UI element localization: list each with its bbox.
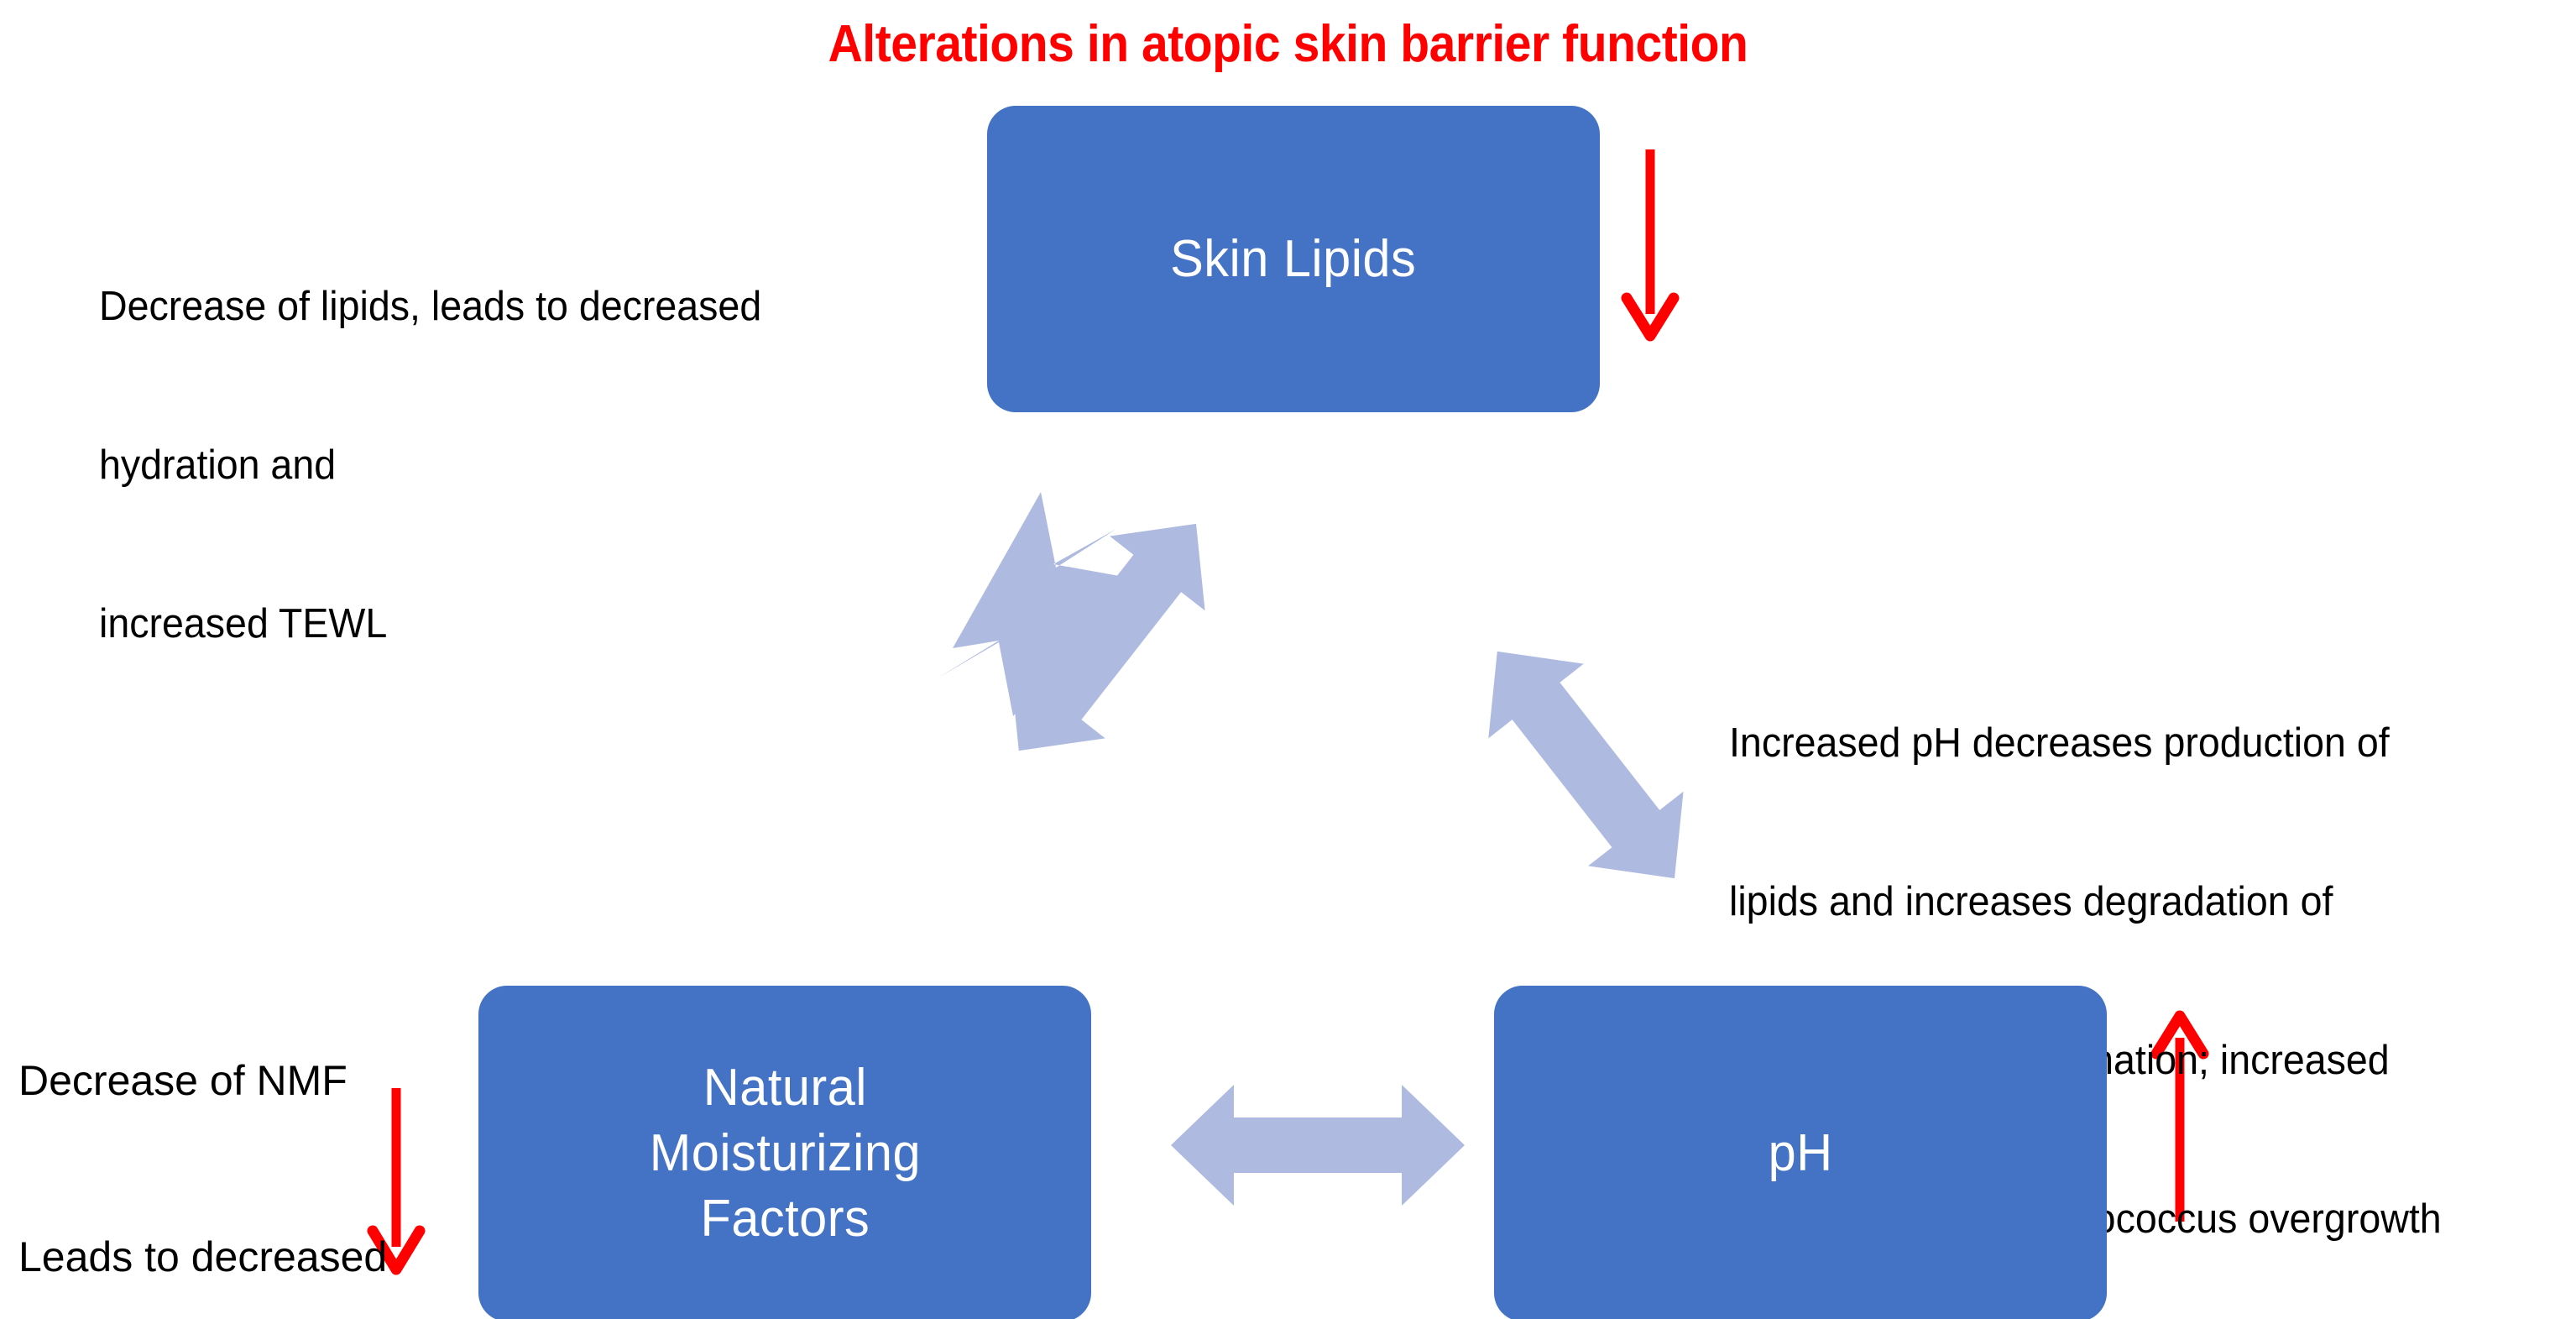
page-title: Alterations in atopic skin barrier funct…: [828, 15, 1748, 73]
node-label-line: Moisturizing: [649, 1124, 921, 1182]
annotation-line: Decrease of lipids, leads to decreased: [99, 284, 762, 329]
node-label: Skin Lipids: [1170, 229, 1417, 288]
annotation-line: Leads to decreased: [18, 1233, 388, 1280]
annotation-nmf: Decrease of NMF Leads to decreased hydra…: [18, 934, 387, 1319]
annotation-line: increased TEWL: [99, 601, 388, 646]
node-label-line: Factors: [700, 1190, 870, 1248]
annotation-line: Increased pH decreases production of: [1729, 720, 2390, 766]
annotation-line: Decrease of NMF: [18, 1057, 347, 1104]
annotation-line: hydration and: [99, 442, 337, 488]
node-label: pH: [1768, 1124, 1833, 1182]
arrow-lipids-nmf-bidirectional: [938, 492, 1205, 751]
node-label-line: Natural: [703, 1059, 867, 1117]
node-ph[interactable]: pH: [1494, 986, 2107, 1319]
node-natural-moisturizing-factors[interactable]: Natural Moisturizing Factors: [478, 986, 1091, 1319]
node-skin-lipids[interactable]: Skin Lipids: [987, 106, 1600, 412]
arrow-nmf-ph-bidirectional: [1171, 1085, 1465, 1206]
node-label: Natural Moisturizing Factors: [649, 1055, 920, 1252]
arrow-lipids-ph-bidirectional: [1488, 651, 1684, 879]
arrow-lipids-decrease-icon: [1621, 149, 1680, 342]
annotation-skin-lipids: Decrease of lipids, leads to decreased h…: [99, 175, 761, 756]
annotation-line: lipids and increases degradation of: [1729, 879, 2333, 924]
